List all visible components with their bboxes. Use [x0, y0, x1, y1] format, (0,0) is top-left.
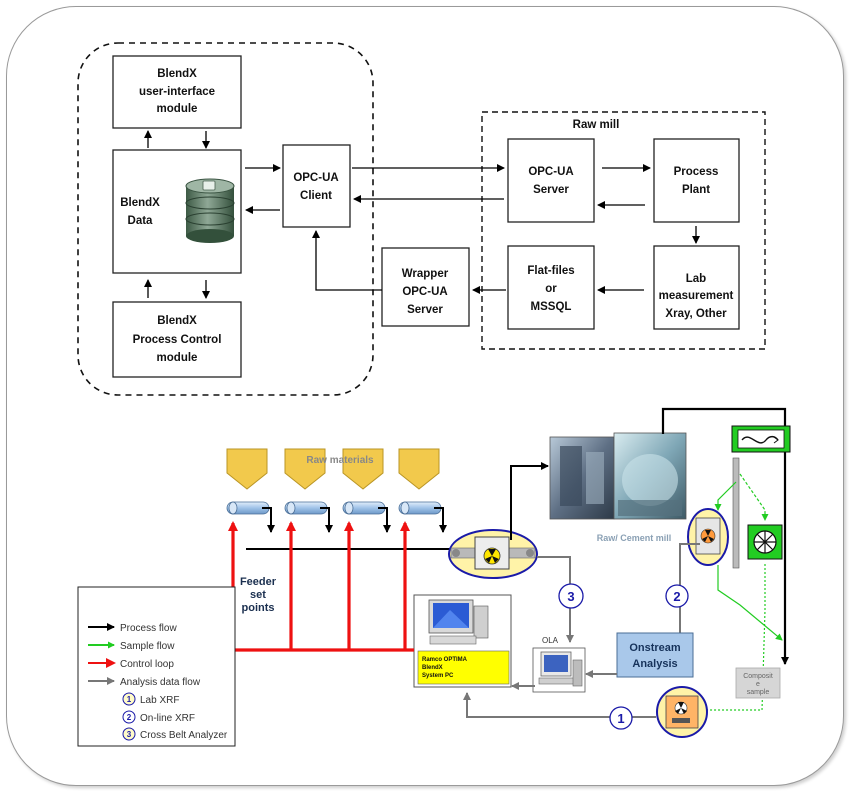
flat-files-line1: Flat-files: [527, 265, 574, 277]
opc-server-box[interactable]: OPC-UA Server: [507, 138, 595, 223]
mill-photo: [549, 432, 687, 520]
opc-server-line2: Server: [533, 184, 569, 196]
feeder-line2: set: [250, 589, 266, 601]
mill-to-onstream-line: [679, 543, 700, 645]
blendx-group-dashed: [77, 42, 374, 396]
legend-sample-flow: Sample flow: [120, 641, 175, 652]
wrapper-box[interactable]: Wrapper OPC-UA Server: [381, 247, 470, 327]
feeder-line1: Feeder: [240, 576, 277, 588]
flat-files-box[interactable]: Flat-files or MSSQL: [507, 245, 595, 330]
ola-computer-icon: [532, 647, 586, 693]
pc-label-line3: System PC: [422, 673, 454, 679]
svg-text:3: 3: [127, 730, 132, 739]
circle-3-badge: 3: [558, 583, 584, 609]
mill-label: Raw/ Cement mill: [597, 533, 672, 543]
svg-text:2: 2: [673, 589, 680, 604]
raw-mill-group-dashed: [481, 111, 766, 350]
lab-xrf-analyzer: [656, 686, 708, 738]
flat-files-line3: MSSQL: [531, 301, 572, 313]
process-plant-box[interactable]: Process Plant: [653, 138, 740, 223]
ui-module-line2: user-interface: [139, 86, 215, 98]
data-client-arrows: [245, 164, 281, 214]
circle-2-badge: 2: [665, 584, 689, 608]
feeder-line3: points: [242, 602, 275, 614]
svg-text:Composit: Composit: [743, 673, 773, 680]
ola-label: OLA: [542, 636, 559, 645]
blendx-data-box[interactable]: BlendX Data: [112, 149, 242, 274]
legend-process-flow: Process flow: [120, 623, 177, 634]
opc-client-line1: OPC-UA: [293, 172, 338, 184]
wrapper-line3: Server: [407, 304, 443, 316]
pc-module-line2: Process Control: [133, 334, 222, 346]
legend-cross-belt: Cross Belt Analyzer: [140, 730, 228, 741]
wrapper-to-client-arrow: [312, 230, 382, 291]
hopper-1: [226, 448, 268, 490]
svg-text:1: 1: [617, 711, 624, 726]
raw-mill-title: Raw mill: [573, 119, 620, 131]
process-plant-line2: Plant: [682, 184, 710, 196]
opc-client-line2: Client: [300, 190, 332, 202]
opc-client-box[interactable]: OPC-UA Client: [282, 144, 351, 228]
cross-belt-analyzer: [448, 529, 538, 579]
mill-process-line: [661, 407, 789, 665]
raw-materials-label: Raw materials: [306, 455, 374, 466]
ui-module-box[interactable]: BlendX user-interface module: [112, 55, 242, 129]
database-icon: [185, 178, 235, 243]
hoppers: [226, 448, 440, 490]
ui-module-line1: BlendX: [157, 68, 197, 80]
wrapper-line2: OPC-UA: [402, 286, 447, 298]
hopper-3: [342, 448, 384, 490]
composite-sample-box: Composit e sample: [735, 667, 781, 699]
circle-1-badge: 1: [609, 706, 633, 730]
onstream-analysis-box[interactable]: Onstream Analysis: [616, 632, 694, 678]
svg-text:3: 3: [567, 589, 574, 604]
belt-analyzer-to-ola-line: [537, 556, 574, 643]
separator-box: [731, 425, 791, 453]
opc-server-line1: OPC-UA: [528, 166, 573, 178]
legend-online-xrf: On-line XRF: [140, 713, 195, 724]
hopper-2: [284, 448, 326, 490]
ui-module-line3: module: [157, 103, 198, 115]
lab-line3: Xray, Other: [665, 308, 727, 320]
mill-online-analyzer: [687, 508, 729, 566]
svg-text:1: 1: [127, 695, 132, 704]
drop-arrows: [262, 507, 447, 533]
pc-module-box[interactable]: BlendX Process Control module: [112, 301, 242, 378]
pc-module-line3: module: [157, 352, 198, 364]
conveyor-4: [398, 501, 442, 515]
pc-label-line2: BlendX: [422, 665, 443, 671]
top-flow-arrows: [352, 164, 700, 294]
svg-text:e: e: [756, 681, 760, 688]
pc-label-line1: Ramco OPTIMA: [422, 657, 468, 663]
pc-module-line1: BlendX: [157, 315, 197, 327]
sampler-fan-icon: [747, 524, 783, 560]
data-box-line2: Data: [128, 215, 154, 227]
legend-box: Process flow Sample flow Control loop An…: [77, 586, 236, 747]
blendx-system-pc[interactable]: Ramco OPTIMA BlendX System PC: [413, 594, 512, 688]
svg-text:2: 2: [127, 713, 132, 722]
legend-control-loop: Control loop: [120, 659, 174, 670]
flat-files-line2: or: [545, 283, 557, 295]
conveyor-2: [284, 501, 328, 515]
onstream-line1: Onstream: [629, 642, 681, 654]
conveyor-1: [226, 501, 270, 515]
belt-to-mill-arrow: [510, 462, 549, 540]
lab-measurement-box[interactable]: Lab measurement Xray, Other: [653, 245, 740, 330]
mill-pipe: [732, 457, 740, 569]
conveyor-3: [342, 501, 386, 515]
legend-lab-xrf: Lab XRF: [140, 695, 179, 706]
legend-analysis-flow: Analysis data flow: [120, 677, 201, 688]
conveyors: [226, 501, 442, 515]
wrapper-line1: Wrapper: [402, 268, 449, 280]
hopper-4: [398, 448, 440, 490]
data-box-line1: BlendX: [120, 197, 160, 209]
lab-to-pc-line: [463, 692, 656, 718]
onstream-line2: Analysis: [632, 658, 677, 670]
blendx-internal-arrows: [144, 130, 210, 299]
process-plant-line1: Process: [674, 166, 719, 178]
lab-line1: Lab: [686, 273, 706, 285]
svg-text:sample: sample: [747, 689, 770, 696]
lab-line2: measurement: [659, 290, 734, 302]
